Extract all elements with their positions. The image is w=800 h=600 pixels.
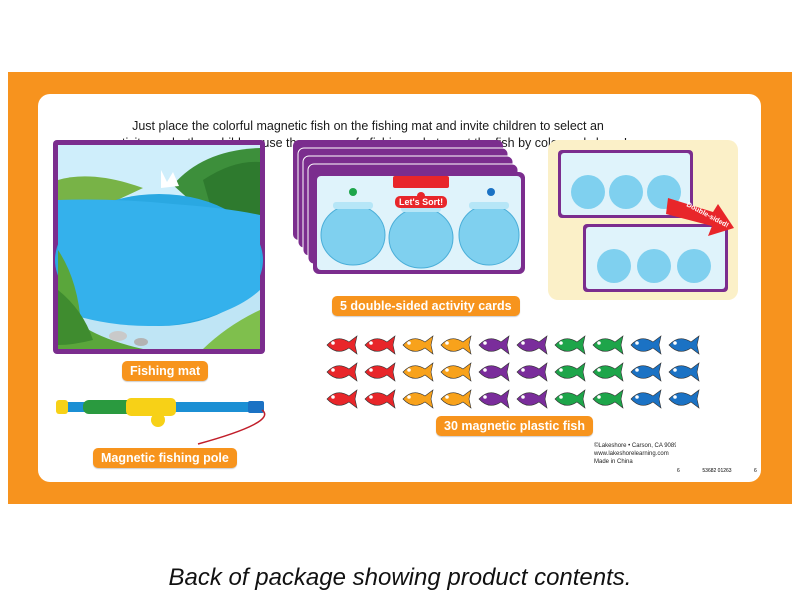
fish: [478, 335, 510, 355]
fish: [440, 335, 472, 355]
fish-grid: [323, 332, 703, 412]
fish: [516, 335, 548, 355]
fish: [516, 389, 548, 409]
fish: [364, 389, 396, 409]
fish: [554, 389, 586, 409]
page-caption: Back of package showing product contents…: [168, 564, 632, 591]
legal-line-3: Made in China: [594, 459, 633, 465]
fish: [402, 335, 434, 355]
legal-text: ©Lakeshore • Carson, CA 90895 www.lakesh…: [594, 442, 681, 466]
fish: [326, 335, 358, 355]
fish: [326, 362, 358, 382]
barcode-right-digit: 6: [754, 468, 757, 474]
legal-line-1: ©Lakeshore • Carson, CA 90895: [594, 443, 681, 449]
fish: [668, 362, 700, 382]
fish-label: 30 magnetic plastic fish: [436, 416, 594, 436]
fish: [402, 389, 434, 409]
card-title: Let's Sort!: [395, 196, 448, 208]
fish: [554, 335, 586, 355]
fishing-mat-label: Fishing mat: [122, 361, 209, 381]
fishing-pole-image: [56, 398, 266, 445]
fish: [592, 389, 624, 409]
barcode-left-digit: 6: [677, 468, 680, 474]
fish: [516, 362, 548, 382]
legal-line-2: www.lakeshorelearning.com: [594, 451, 669, 457]
fish: [440, 389, 472, 409]
double-sided-cards-image: [548, 140, 738, 300]
fish: [478, 362, 510, 382]
fish-grid-svg: [326, 335, 700, 409]
fish: [630, 389, 662, 409]
fish: [364, 362, 396, 382]
fish: [592, 362, 624, 382]
fish: [478, 389, 510, 409]
fish: [402, 362, 434, 382]
barcode-image: 6 53682 01263 6: [676, 434, 758, 476]
fishing-pole-label: Magnetic fishing pole: [93, 448, 237, 468]
package-back: Just place the colorful magnetic fish on…: [8, 72, 792, 504]
fish: [630, 362, 662, 382]
contents-panel: Just place the colorful magnetic fish on…: [38, 94, 761, 482]
fish: [364, 335, 396, 355]
fish: [440, 362, 472, 382]
fish: [554, 362, 586, 382]
intro-line-1: Just place the colorful magnetic fish on…: [132, 119, 604, 133]
fishing-mat-image: [53, 140, 265, 354]
fish: [592, 335, 624, 355]
fish: [630, 335, 662, 355]
activity-cards-label: 5 double-sided activity cards: [332, 296, 520, 316]
fish: [668, 335, 700, 355]
fish: [326, 389, 358, 409]
fish: [668, 389, 700, 409]
barcode-number: 53682 01263: [702, 468, 731, 474]
activity-cards-image: [293, 140, 525, 274]
